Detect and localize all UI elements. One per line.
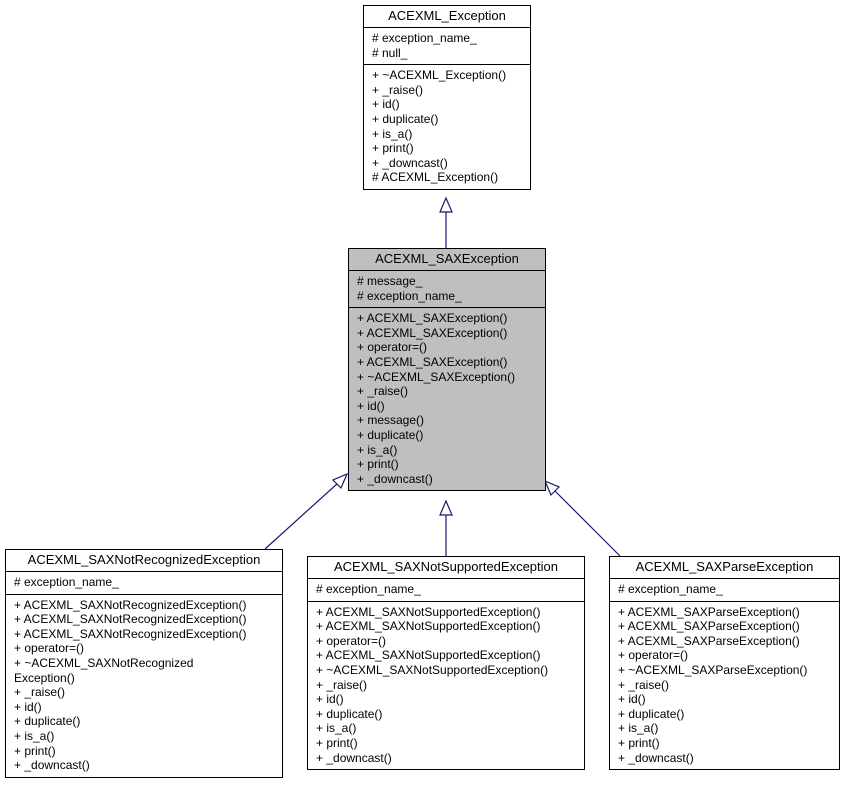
methods-section: + ACEXML_SAXNotSupportedException() + AC… bbox=[308, 600, 584, 770]
method[interactable]: + print() bbox=[316, 735, 358, 750]
method[interactable]: + ACEXML_SAXNotSupportedException() bbox=[316, 604, 541, 619]
method[interactable]: + print() bbox=[372, 141, 414, 156]
edge-notrecognized-to-sax-arrowhead bbox=[331, 472, 349, 490]
attribute[interactable]: # null_ bbox=[372, 45, 408, 60]
attribute[interactable]: # exception_name_ bbox=[618, 582, 723, 596]
method[interactable]: + _raise() bbox=[316, 677, 368, 692]
method[interactable]: + ACEXML_SAXParseException() bbox=[618, 633, 800, 648]
class-box-acexml-exception[interactable]: ACEXML_Exception # exception_name_ # nul… bbox=[363, 5, 531, 190]
method[interactable]: + duplicate() bbox=[14, 714, 81, 729]
class-name: ACEXML_SAXNotRecognizedException bbox=[6, 550, 282, 572]
method[interactable]: + message() bbox=[357, 413, 425, 428]
method[interactable]: + ACEXML_SAXException() bbox=[357, 325, 508, 340]
attribute[interactable]: # message_ bbox=[357, 274, 423, 288]
edge-parse-to-sax-arrowhead bbox=[543, 479, 561, 497]
class-box-acexml-saxnotsupportedexception[interactable]: ACEXML_SAXNotSupportedException # except… bbox=[307, 556, 585, 771]
method[interactable]: + is_a() bbox=[14, 728, 55, 743]
method[interactable]: + ~ACEXML_SAXException() bbox=[357, 369, 516, 384]
method[interactable]: + _raise() bbox=[618, 677, 670, 692]
method[interactable]: + _raise() bbox=[357, 384, 409, 399]
method[interactable]: + print() bbox=[357, 457, 399, 472]
method[interactable]: + duplicate() bbox=[357, 427, 424, 442]
edge-parse-to-sax bbox=[554, 490, 621, 557]
edge-sax-to-exception-arrowhead bbox=[439, 196, 453, 213]
methods-section: + ACEXML_SAXParseException() + ACEXML_SA… bbox=[610, 600, 839, 770]
method[interactable]: + is_a() bbox=[357, 442, 398, 457]
method[interactable]: + print() bbox=[618, 735, 660, 750]
method[interactable]: + is_a() bbox=[372, 126, 413, 141]
class-name: ACEXML_Exception bbox=[364, 6, 530, 28]
method[interactable]: # ACEXML_Exception() bbox=[372, 170, 499, 185]
method[interactable]: + id() bbox=[316, 692, 344, 707]
method[interactable]: + _downcast() bbox=[372, 155, 448, 170]
method[interactable]: + _raise() bbox=[14, 685, 66, 700]
method[interactable]: + print() bbox=[14, 743, 56, 758]
attribute[interactable]: # exception_name_ bbox=[372, 31, 477, 45]
attributes-section: # exception_name_ bbox=[308, 579, 584, 601]
method[interactable]: + is_a() bbox=[618, 721, 659, 736]
attributes-section: # exception_name_ # null_ bbox=[364, 28, 530, 64]
edge-notsupported-to-sax-arrowhead bbox=[439, 499, 453, 516]
methods-section: + ACEXML_SAXNotRecognizedException() + A… bbox=[6, 593, 282, 777]
method[interactable]: + ACEXML_SAXNotSupportedException() bbox=[316, 648, 541, 663]
method[interactable]: + operator=() bbox=[618, 648, 689, 663]
method[interactable]: + duplicate() bbox=[316, 706, 383, 721]
method[interactable]: + id() bbox=[618, 692, 646, 707]
method-continuation[interactable]: Exception() bbox=[14, 670, 75, 685]
method[interactable]: + _raise() bbox=[372, 82, 424, 97]
attributes-section: # exception_name_ bbox=[610, 579, 839, 601]
class-box-acexml-saxexception[interactable]: ACEXML_SAXException # message_ # excepti… bbox=[348, 248, 546, 492]
attribute[interactable]: # exception_name_ bbox=[316, 582, 421, 596]
attributes-section: # exception_name_ bbox=[6, 572, 282, 594]
method[interactable]: + operator=() bbox=[357, 340, 428, 355]
method[interactable]: + ~ACEXML_Exception() bbox=[372, 68, 507, 83]
method[interactable]: + ACEXML_SAXException() bbox=[357, 311, 508, 326]
method[interactable]: + is_a() bbox=[316, 721, 357, 736]
method[interactable]: + ACEXML_SAXNotRecognizedException() bbox=[14, 597, 247, 612]
attribute[interactable]: # exception_name_ bbox=[357, 288, 462, 303]
method[interactable]: + ACEXML_SAXNotRecognizedException() bbox=[14, 612, 247, 627]
method[interactable]: + operator=() bbox=[316, 633, 387, 648]
edge-notrecognized-to-sax bbox=[264, 482, 339, 550]
method[interactable]: + _downcast() bbox=[14, 758, 90, 773]
method[interactable]: + ACEXML_SAXParseException() bbox=[618, 604, 800, 619]
method[interactable]: + ~ACEXML_SAXNotRecognized bbox=[14, 655, 194, 670]
attribute[interactable]: # exception_name_ bbox=[14, 575, 119, 589]
class-name: ACEXML_SAXNotSupportedException bbox=[308, 557, 584, 579]
method[interactable]: + ACEXML_SAXNotRecognizedException() bbox=[14, 626, 247, 641]
methods-section: + ~ACEXML_Exception() + _raise() + id() … bbox=[364, 64, 530, 189]
method[interactable]: + _downcast() bbox=[316, 750, 392, 765]
class-name: ACEXML_SAXException bbox=[349, 249, 545, 271]
methods-section: + ACEXML_SAXException() + ACEXML_SAXExce… bbox=[349, 307, 545, 490]
method[interactable]: + ACEXML_SAXException() bbox=[357, 354, 508, 369]
method[interactable]: + ACEXML_SAXParseException() bbox=[618, 619, 800, 634]
method[interactable]: + _downcast() bbox=[618, 750, 694, 765]
method[interactable]: + ~ACEXML_SAXParseException() bbox=[618, 662, 808, 677]
method[interactable]: + ACEXML_SAXNotSupportedException() bbox=[316, 619, 541, 634]
class-name: ACEXML_SAXParseException bbox=[610, 557, 839, 579]
method[interactable]: + _downcast() bbox=[357, 471, 433, 486]
method[interactable]: + id() bbox=[357, 398, 385, 413]
class-box-acexml-saxnotrecognizedexception[interactable]: ACEXML_SAXNotRecognizedException # excep… bbox=[5, 549, 283, 778]
method[interactable]: + id() bbox=[14, 699, 42, 714]
method[interactable]: + duplicate() bbox=[372, 111, 439, 126]
method[interactable]: + ~ACEXML_SAXNotSupportedException() bbox=[316, 662, 549, 677]
method[interactable]: + duplicate() bbox=[618, 706, 685, 721]
method[interactable]: + operator=() bbox=[14, 641, 85, 656]
method[interactable]: + id() bbox=[372, 97, 400, 112]
attributes-section: # message_ # exception_name_ bbox=[349, 271, 545, 307]
class-box-acexml-saxparseexception[interactable]: ACEXML_SAXParseException # exception_nam… bbox=[609, 556, 840, 771]
